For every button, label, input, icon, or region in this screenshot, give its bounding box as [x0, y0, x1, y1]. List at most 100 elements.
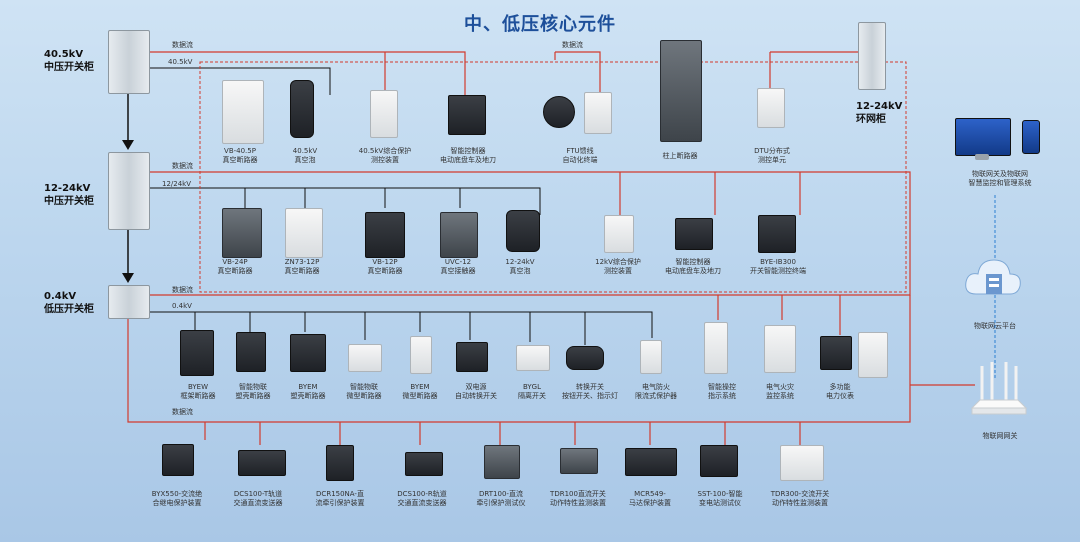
row4-label-1-line1: DCS100-T轨道 [233, 490, 283, 498]
row3-label-3-line1: 智能物联 [350, 383, 378, 391]
row2-label-4-line2: 真空泡 [509, 267, 531, 275]
gateway-label-line1: 物联网网关 [982, 432, 1018, 440]
row4-label-7: SST-100-智能变电站测试仪 [688, 490, 752, 508]
row3-label-7: 转换开关按钮开关、指示灯 [556, 383, 624, 401]
row1-label-4: FTU馈线自动化终端 [550, 147, 610, 165]
bygl-isolator-image [516, 345, 550, 371]
page-title: 中、低压核心元件 [464, 14, 616, 35]
row3-label-5-line1: 双电源 [465, 383, 487, 391]
row4-label-6: MCR549-马达保护装置 [620, 490, 680, 508]
row1-label-4-line1: FTU馈线 [566, 147, 594, 155]
protection-unit-12kv-image [604, 215, 634, 253]
cabinet-04kv-voltage: 0.4kV [44, 291, 77, 302]
vb40p-breaker-image [222, 80, 264, 144]
row3-label-9: 智能操控指示系统 [694, 383, 750, 401]
row4-label-6-line1: MCR549- [634, 490, 666, 498]
byew-breaker-image [180, 330, 214, 376]
row3-label-8: 电气防火限流式保护器 [626, 383, 686, 401]
row3-label-6-line1: BYGL [522, 383, 542, 391]
dcs100t-image [238, 450, 286, 476]
row3-label-11-line1: 多功能 [829, 383, 851, 391]
row1-label-3-line1: 智能控制器 [450, 147, 486, 155]
row3-label-8-line2: 限流式保护器 [635, 392, 677, 400]
row2-label-6: 智能控制器电动底盘车及地刀 [653, 258, 733, 276]
smart-indicator-image [704, 322, 728, 374]
row2-label-2-line1: VB-12P [372, 258, 398, 266]
row2-label-0-line1: VB-24P [222, 258, 248, 266]
dcr150na-image [326, 445, 354, 481]
cloud-label-line1: 物联网云平台 [974, 322, 1016, 330]
cabinet-40kv-name: 中压开关柜 [44, 62, 94, 73]
row3-label-6-line2: 隔离开关 [518, 392, 546, 400]
bye-ib300-terminal-image [758, 215, 796, 253]
drt100-image [484, 445, 520, 479]
row3-label-0-line1: BYEW [187, 383, 209, 391]
monitor-stand [975, 154, 989, 160]
voltage-label-04kv: 0.4kV [172, 302, 192, 310]
row3-label-0-line2: 框架断路器 [180, 392, 216, 400]
cabinet-04kv-image [108, 285, 150, 319]
row4-label-8-line1: TDR300-交流开关 [770, 490, 830, 498]
iot-system-label-line1: 物联网关及物联网 [972, 170, 1028, 178]
switch-button-image [566, 346, 604, 370]
row1-label-6-line2: 测控单元 [758, 156, 786, 164]
row3-label-10-line1: 电气火灾 [766, 383, 794, 391]
cabinet-04kv-label: 0.4kV 低压开关柜 [44, 290, 94, 316]
byem-mcb-image [410, 336, 432, 374]
voltage-label-40kv: 40.5kV [168, 58, 193, 66]
row3-label-1: 智能物联塑壳断路器 [225, 383, 281, 401]
row1-label-3-line2: 电动底盘车及地刀 [440, 156, 496, 164]
row3-label-8-line1: 电气防火 [642, 383, 670, 391]
row3-label-5-line2: 自动转换开关 [455, 392, 497, 400]
cloud-label: 物联网云平台 [955, 322, 1035, 331]
row2-label-0-line2: 真空断路器 [217, 267, 253, 275]
row1-label-5-line1: 柱上断路器 [662, 152, 698, 160]
row2-label-2-line2: 真空断路器 [367, 267, 403, 275]
row4-label-6-line2: 马达保护装置 [629, 499, 671, 507]
row1-label-6: DTU分布式测控单元 [742, 147, 802, 165]
row4-label-1: DCS100-T轨道交通直流变送器 [222, 490, 294, 508]
row1-label-1-line1: 40.5kV [292, 147, 318, 155]
row4-label-5-line1: TDR100直流开关 [550, 490, 606, 498]
cabinet-12kv-image [108, 152, 150, 230]
row2-label-5-line1: 12kV综合保护 [595, 258, 641, 266]
row3-label-4-line2: 微型断路器 [402, 392, 438, 400]
row2-label-6-line1: 智能控制器 [675, 258, 711, 266]
row2-label-5-line2: 测控装置 [604, 267, 632, 275]
ring-cabinet-name: 环网柜 [856, 114, 886, 125]
cabinet-04kv-name: 低压开关柜 [44, 304, 94, 315]
ats-switch-image [456, 342, 488, 372]
row1-label-1-line2: 真空泡 [294, 156, 316, 164]
row4-label-4-line1: DRT100-直流 [479, 490, 523, 498]
row4-label-8: TDR300-交流开关动作特性监测装置 [760, 490, 840, 508]
dcs100r-image [405, 452, 443, 476]
dtu-unit-image [757, 88, 785, 128]
row3-label-11-line2: 电力仪表 [826, 392, 854, 400]
monitor-icon [955, 118, 1011, 156]
pole-breaker-image [660, 40, 702, 142]
fire-monitor-image [764, 325, 796, 373]
dataflow-label-1: 数据流 [172, 41, 193, 49]
gateway-label: 物联网网关 [960, 432, 1040, 441]
row1-label-2-line2: 测控装置 [371, 156, 399, 164]
row1-label-2: 40.5kV综合保护测控装置 [350, 147, 420, 165]
row3-label-9-line1: 智能操控 [708, 383, 736, 391]
row2-label-3-line1: UVC-12 [444, 258, 472, 266]
row3-label-10-line2: 监控系统 [766, 392, 794, 400]
row2-label-5: 12kV综合保护测控装置 [585, 258, 651, 276]
router-icon [970, 362, 1028, 415]
row3-label-2-line1: BYEM [298, 383, 318, 391]
row2-label-1-line2: 真空断路器 [284, 267, 320, 275]
vacuum-bottle-40kv-image [290, 80, 314, 138]
row4-label-2: DCR150NA-直流牵引保护装置 [305, 490, 375, 508]
